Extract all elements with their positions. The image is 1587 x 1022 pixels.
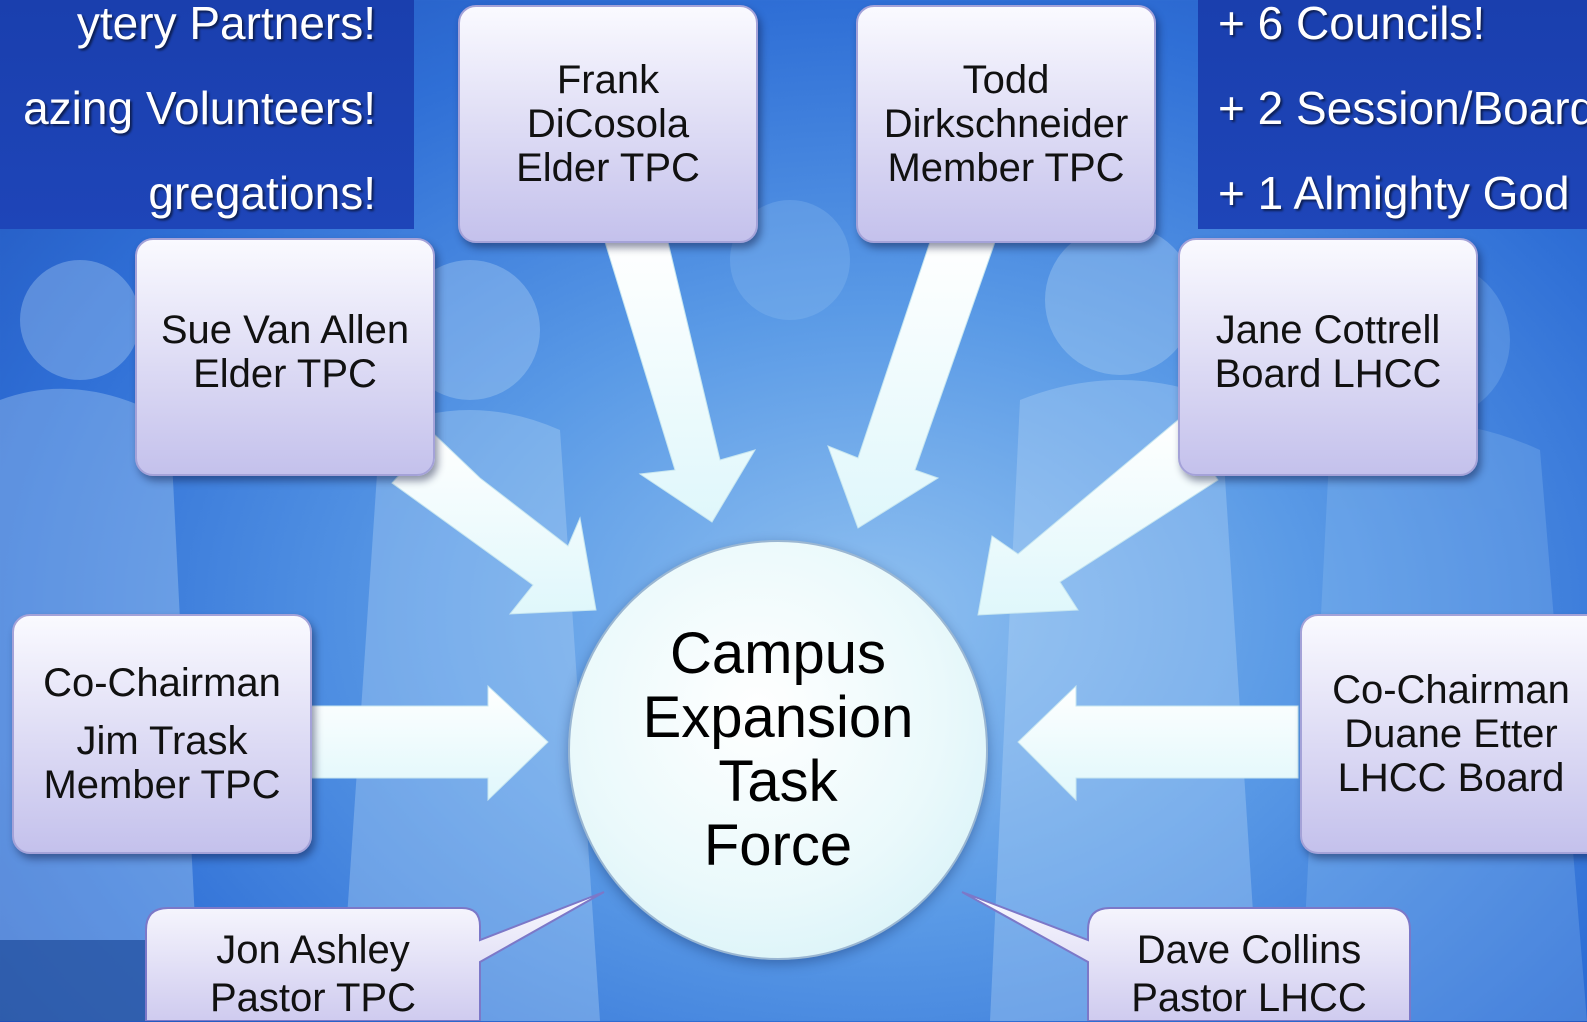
top-right-text-panel: + 6 Councils! + 2 Session/Board + 1 Almi…	[1198, 0, 1587, 229]
box-jane-cottrell: Jane Cottrell Board LHCC	[1178, 238, 1478, 476]
box-line: Frank	[556, 58, 660, 102]
box-line: LHCC Board	[1337, 756, 1565, 800]
box-sue-van-allen: Sue Van Allen Elder TPC	[135, 238, 435, 476]
box-line: Sue Van Allen	[160, 308, 410, 352]
box-line: Jim Trask	[76, 719, 248, 763]
panel-line: azing Volunteers!	[23, 82, 376, 134]
panel-line: + 2 Session/Board	[1218, 82, 1587, 134]
callout-dave-collins: Dave Collins Pastor LHCC	[1088, 926, 1410, 1022]
arrow-sue	[391, 434, 597, 615]
box-todd-dirkschneider: Todd Dirkschneider Member TPC	[856, 5, 1156, 243]
center-circle-task-force: Campus Expansion Task Force	[568, 540, 988, 960]
box-line: Elder TPC	[193, 352, 377, 396]
arrow-todd	[827, 241, 996, 529]
callout-jon-ashley: Jon Ashley Pastor TPC	[146, 926, 480, 1022]
center-line: Task	[718, 749, 838, 814]
box-line: Co-Chairman	[43, 661, 281, 705]
panel-line: ytery Partners!	[76, 0, 376, 49]
callout-line: Pastor LHCC	[1131, 976, 1367, 1020]
top-left-text-panel: ytery Partners! azing Volunteers! gregat…	[0, 0, 414, 229]
box-line: Elder TPC	[516, 146, 700, 190]
arrow-jane	[977, 419, 1219, 616]
box-line: DiCosola	[526, 102, 690, 146]
box-duane-etter: Co-Chairman Duane Etter LHCC Board	[1300, 614, 1587, 854]
panel-line: + 6 Councils!	[1218, 0, 1486, 49]
arrow-duane	[1017, 684, 1299, 802]
arrow-jim	[309, 684, 549, 802]
box-line: Member TPC	[43, 763, 281, 807]
center-line: Expansion	[642, 685, 914, 750]
center-line: Force	[703, 813, 853, 878]
callout-line: Jon Ashley	[216, 928, 410, 972]
callout-line: Pastor TPC	[210, 976, 416, 1020]
box-line: Co-Chairman	[1332, 668, 1570, 712]
box-line: Jane Cottrell	[1215, 308, 1441, 352]
center-line: Campus	[670, 621, 886, 686]
callout-line: Dave Collins	[1136, 928, 1362, 972]
panel-line: gregations!	[148, 167, 376, 219]
box-line: Dirkschneider	[883, 102, 1129, 146]
callout-dave-shape	[961, 891, 1411, 1021]
box-jim-trask: Co-Chairman Jim Trask Member TPC	[12, 614, 312, 854]
box-line: Duane Etter	[1344, 712, 1558, 756]
panel-line: + 1 Almighty God	[1218, 167, 1570, 219]
box-line: Member TPC	[887, 146, 1125, 190]
arrow-frank	[604, 241, 757, 523]
box-frank-dicosola: Frank DiCosola Elder TPC	[458, 5, 758, 243]
box-line: Todd	[962, 58, 1050, 102]
box-line: Board LHCC	[1214, 352, 1442, 396]
callout-jon-shape	[145, 891, 605, 1021]
